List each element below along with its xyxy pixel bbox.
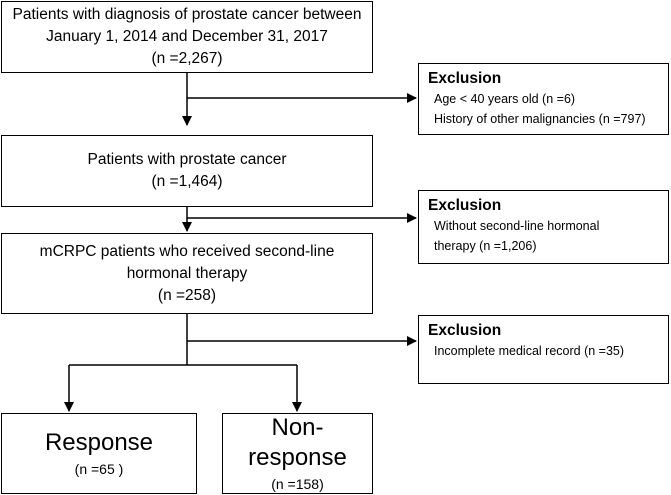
exclusion-1-line-1: Age < 40 years old (n =6) [434,92,576,106]
exclusion-2-line-2: therapy (n =1,206) [434,239,537,253]
exclusion-1-title: Exclusion [428,70,502,87]
start-box: Patients with diagnosis of prostate canc… [1,1,373,73]
response-label: Response [44,428,154,456]
response-box: Response (n =65 ) [1,413,197,494]
start-count: (n =2,267) [151,50,223,67]
nonresponse-count: (n =158) [271,475,324,492]
exclusion-1-line-2: History of other malignancies (n =797) [434,112,646,126]
nonresponse-label: Non-response [248,413,347,471]
prostate-count: (n =1,464) [151,173,223,190]
exclusion-2-line-1: Without second-line hormonal [434,219,600,233]
exclusion-box-1: Exclusion Age < 40 years old (n =6) Hist… [418,63,669,135]
mcrpc-line-2: hormonal therapy [126,264,248,282]
prostate-line-1: Patients with prostate cancer [87,151,287,168]
exclusion-2-title: Exclusion [428,197,502,214]
exclusion-box-2: Exclusion Without second-line hormonal t… [418,190,669,264]
mcrpc-line-1: mCRPC patients who received second-line [39,242,335,260]
nonresponse-box: Non-response (n =158) [222,413,373,494]
start-line-2: January 1, 2014 and December 31, 2017 [46,28,328,45]
response-count: (n =65 ) [74,460,124,477]
mcrpc-box: mCRPC patients who received second-line … [1,233,373,314]
mcrpc-count: (n =258) [157,286,217,304]
exclusion-3-title: Exclusion [428,322,502,339]
exclusion-box-3: Exclusion Incomplete medical record (n =… [418,315,669,384]
prostate-box: Patients with prostate cancer (n =1,464) [1,135,373,207]
start-line-1: Patients with diagnosis of prostate canc… [12,6,362,23]
exclusion-3-line-1: Incomplete medical record (n =35) [434,344,625,358]
